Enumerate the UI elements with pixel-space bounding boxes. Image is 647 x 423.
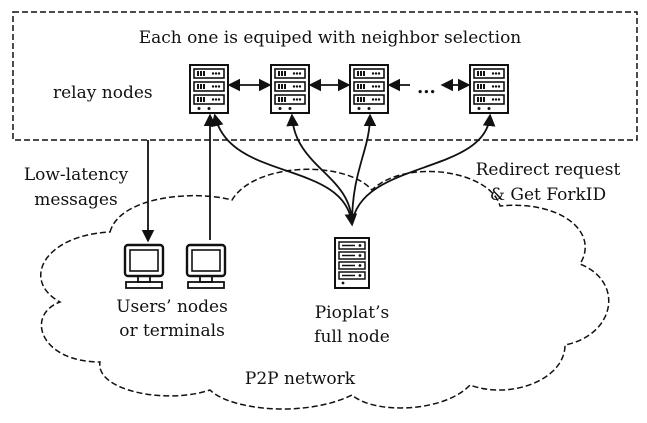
redirect-arrow (351, 113, 496, 225)
server-rack-icon (469, 64, 509, 114)
relay-ellipsis: ... (417, 77, 436, 98)
monitor-icon (185, 243, 227, 290)
users-label-line2: or terminals (119, 321, 225, 341)
low-latency-label-line2: messages (34, 190, 117, 210)
server-rack-icon (189, 64, 229, 114)
redirect-label-line1: Redirect request (476, 160, 621, 180)
server-tower-icon (334, 237, 370, 289)
low-latency-label-line1: Low-latency (24, 165, 129, 185)
redirect-label-line2: & Get ForkID (490, 185, 606, 205)
p2p-network-label: P2P network (245, 369, 356, 389)
server-rack-icon (349, 64, 389, 114)
redirect-arrow (351, 113, 377, 225)
relay-box-title: Each one is equiped with neighbor select… (139, 28, 522, 48)
users-label-line1: Users’ nodes (116, 297, 228, 317)
redirect-arrow (286, 113, 353, 225)
full-node-label-line2: full node (314, 327, 390, 347)
full-node-label-line1: Pioplat’s (315, 303, 390, 323)
relay-nodes-label: relay nodes (53, 83, 153, 103)
redirect-arrows (211, 113, 496, 227)
redirect-arrow (211, 113, 358, 227)
monitor-icon (123, 243, 165, 290)
server-rack-icon (270, 64, 310, 114)
